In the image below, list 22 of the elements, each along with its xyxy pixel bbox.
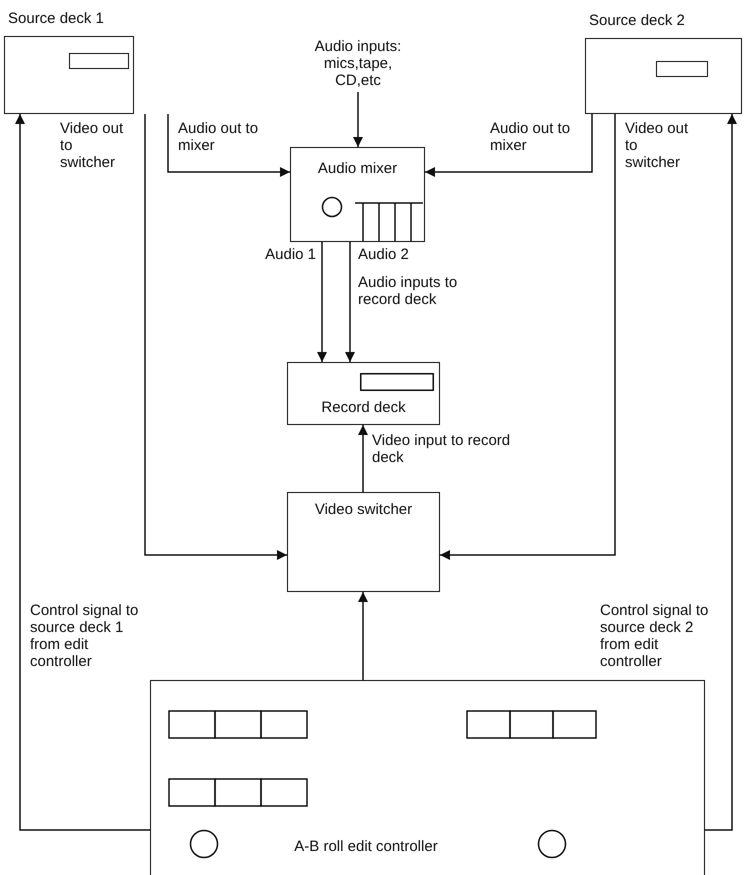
- mixer-box: [290, 147, 425, 242]
- node-label: Audio mixer: [316, 160, 398, 177]
- deck-label: Source deck 2: [589, 12, 685, 29]
- node-label: A-B roll edit controller: [293, 838, 439, 855]
- arrow: [440, 114, 616, 560]
- arrow: [167, 114, 290, 177]
- deck-label: Source deck 1: [8, 10, 104, 27]
- arrow: [358, 425, 368, 492]
- switcher-box: [287, 492, 440, 592]
- node-label: Video switcher: [314, 501, 414, 518]
- arrow: [425, 114, 593, 177]
- input-note: Audio inputs: mics,tape, CD,etc: [308, 38, 408, 92]
- record-deck-box: [287, 362, 440, 425]
- controller-box: [150, 680, 705, 875]
- arrow: [317, 242, 327, 362]
- arrow: [345, 242, 355, 362]
- arrow: [705, 114, 737, 831]
- arrow: [15, 114, 150, 831]
- arrow: [144, 114, 287, 560]
- node-label: Record deck: [320, 399, 407, 416]
- arrow: [358, 592, 368, 680]
- arrow: [353, 92, 363, 147]
